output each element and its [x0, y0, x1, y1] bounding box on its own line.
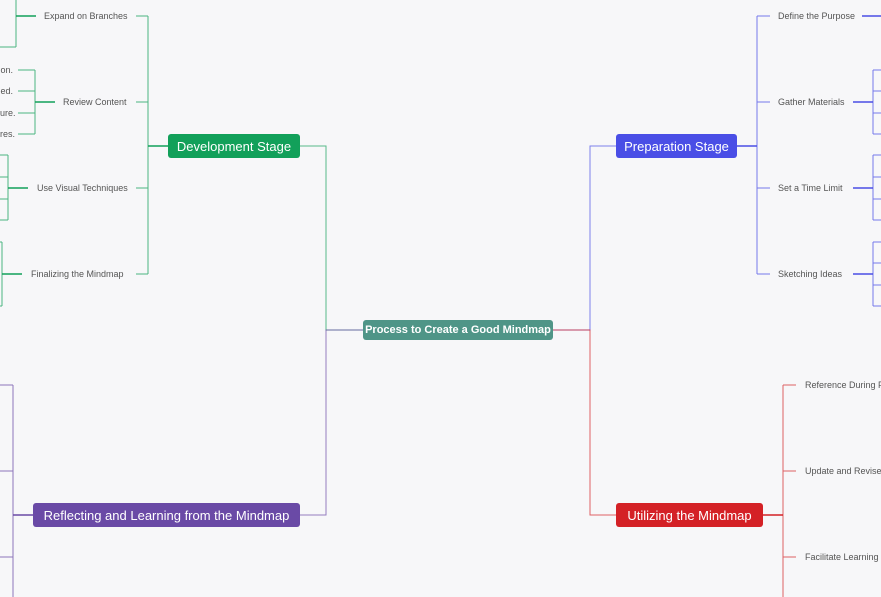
branch-preparation-stage[interactable]: Preparation Stage — [616, 134, 737, 158]
topic-fragment[interactable]: on. — [0, 65, 13, 75]
topic-facilitate-learning[interactable]: Facilitate Learning — [805, 552, 879, 562]
topic-set-a-time-limit[interactable]: Set a Time Limit — [778, 183, 843, 193]
topic-update-and-revise[interactable]: Update and Revise — [805, 466, 881, 476]
topic-fragment[interactable]: res. — [0, 129, 16, 139]
topic-review-content[interactable]: Review Content — [63, 97, 127, 107]
branch-reflecting-and-learning[interactable]: Reflecting and Learning from the Mindmap — [33, 503, 300, 527]
topic-finalizing-the-mindmap[interactable]: Finalizing the Mindmap — [31, 269, 124, 279]
branch-development-stage[interactable]: Development Stage — [168, 134, 300, 158]
topic-expand-on-branches[interactable]: Expand on Branches — [44, 11, 128, 21]
topic-fragment[interactable]: ed. — [0, 86, 13, 96]
topic-reference-during[interactable]: Reference During P — [805, 380, 881, 390]
topic-define-the-purpose[interactable]: Define the Purpose — [778, 11, 856, 21]
branch-utilizing-the-mindmap[interactable]: Utilizing the Mindmap — [616, 503, 763, 527]
topic-sketching-ideas[interactable]: Sketching Ideas — [778, 269, 843, 279]
topic-fragment[interactable]: ure. — [0, 108, 16, 118]
topic-gather-materials[interactable]: Gather Materials — [778, 97, 845, 107]
central-topic[interactable]: Process to Create a Good Mindmap — [363, 320, 553, 340]
topic-use-visual-techniques[interactable]: Use Visual Techniques — [37, 183, 128, 193]
